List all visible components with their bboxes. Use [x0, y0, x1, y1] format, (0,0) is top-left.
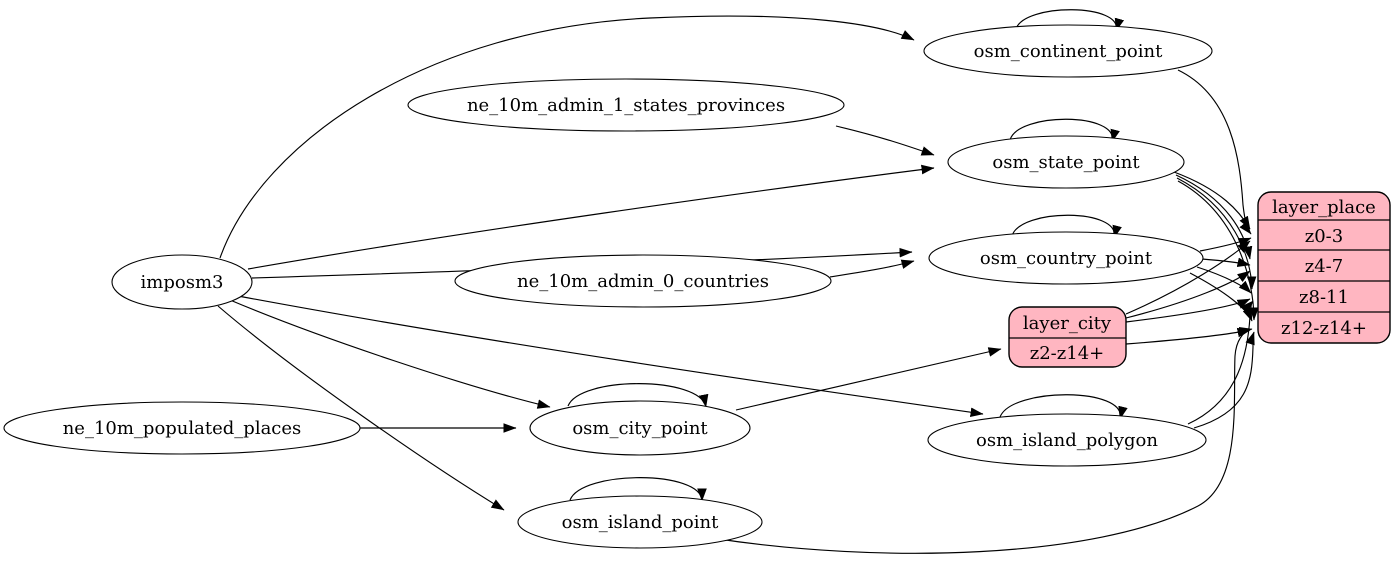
- node-osm-city-point: osm_city_point: [529, 400, 751, 456]
- layer-place-row-z0-3: z0-3: [1305, 226, 1343, 247]
- edge-osm-country-point-to-layer-place-z0-3: [1199, 237, 1252, 252]
- edge-osm-island-polygon-to-layer-place-z8-11: [1187, 300, 1254, 425]
- edge-osm-country-point-to-layer-place-z4-7: [1201, 257, 1251, 267]
- layer-place-box: [1257, 191, 1391, 344]
- osm-continent-ellipse: [923, 24, 1213, 78]
- self-loop-osm-island-point: [569, 477, 707, 502]
- node-osm-continent-point: osm_continent_point: [923, 24, 1213, 78]
- osm-city-ellipse: [529, 400, 751, 456]
- self-loop-osm-island-polygon: [999, 394, 1128, 420]
- edge-ne-10m-admin-0-to-osm-country-point: [829, 259, 915, 278]
- osm-state-ellipse: [947, 135, 1185, 189]
- self-loop-osm-state-point: [1009, 118, 1120, 143]
- edge-osm-country-point-to-layer-place-z12-z14: [1189, 272, 1253, 322]
- layer-place-row-z4-7: z4-7: [1305, 256, 1343, 277]
- self-loop-osm-city-point: [567, 383, 709, 408]
- edge-osm-state-point-to-layer-place-z0-3: [1173, 171, 1251, 230]
- ne-admin0-ellipse: [454, 254, 832, 308]
- layer-city-box: [1008, 306, 1127, 368]
- node-imposm3: imposm3: [111, 254, 253, 310]
- edge-imposm3-to-osm-island-polygon: [237, 295, 984, 417]
- osm-country-ellipse: [928, 231, 1204, 285]
- edge-layer-city-to-layer-place-z0-3: [1125, 240, 1251, 315]
- imposm3-ellipse: [111, 254, 253, 310]
- imposm3-label: imposm3: [141, 272, 224, 293]
- edge-layer-city-to-layer-place-z8-11: [1125, 298, 1251, 323]
- osm-state-label: osm_state_point: [992, 152, 1140, 173]
- edge-imposm3-to-osm-state-point: [247, 164, 935, 270]
- edge-osm-city-point-to-layer-city: [735, 347, 1002, 411]
- layer-place-row-z12-z14: z12-z14+: [1281, 318, 1367, 339]
- ne-places-label: ne_10m_populated_places: [63, 418, 302, 439]
- layer-city-row-z2-z14: z2-z14+: [1030, 343, 1105, 364]
- ne-admin1-label: ne_10m_admin_1_states_provinces: [467, 95, 785, 116]
- edges: [217, 9, 1259, 554]
- ne-admin1-ellipse: [407, 78, 845, 132]
- edge-osm-state-point-to-layer-place-z8-11: [1176, 177, 1257, 290]
- osm-city-label: osm_city_point: [572, 418, 708, 439]
- node-ne-10m-admin-0-countries: ne_10m_admin_0_countries: [454, 254, 832, 308]
- osm-continent-label: osm_continent_point: [974, 41, 1163, 62]
- osm-island-point-ellipse: [517, 495, 763, 549]
- layer-place-row-z8-11: z8-11: [1299, 287, 1349, 308]
- edge-osm-country-point-to-layer-place-z8-11: [1196, 266, 1252, 294]
- osm-island-point-label: osm_island_point: [562, 512, 719, 533]
- self-loop-osm-country-point: [1011, 214, 1122, 239]
- edge-layer-city-to-layer-place-z12-z14: [1125, 327, 1251, 345]
- node-layer-city: layer_city z2-z14+: [1008, 306, 1127, 368]
- osm-island-polygon-ellipse: [927, 413, 1207, 467]
- layer-place-title: layer_place: [1272, 197, 1376, 218]
- edge-ne-10m-admin-1-to-osm-state-point: [835, 125, 935, 156]
- self-loop-osm-continent-point: [1015, 9, 1125, 32]
- node-ne-10m-populated-places: ne_10m_populated_places: [3, 401, 361, 455]
- edge-osm-continent-point-to-layer-place-z0-3: [1177, 69, 1252, 235]
- ne-places-ellipse: [3, 401, 361, 455]
- osm-country-label: osm_country_point: [980, 248, 1153, 269]
- node-layer-place: layer_place z0-3 z4-7 z8-11 z12-z14+: [1257, 191, 1391, 344]
- node-osm-country-point: osm_country_point: [928, 231, 1204, 285]
- edge-imposm3-to-osm-continent-point: [219, 15, 915, 259]
- edge-imposm3-to-osm-island-point: [217, 305, 505, 511]
- edge-osm-island-polygon-to-layer-place-z12-z14: [1193, 331, 1255, 429]
- osm-island-polygon-label: osm_island_polygon: [976, 430, 1158, 451]
- node-osm-island-point: osm_island_point: [517, 495, 763, 549]
- edge-layer-city-to-layer-place-z4-7: [1125, 270, 1251, 319]
- node-osm-state-point: osm_state_point: [947, 135, 1185, 189]
- ne-admin0-label: ne_10m_admin_0_countries: [517, 271, 769, 292]
- edge-osm-island-point-to-layer-place-z12-z14: [711, 327, 1253, 554]
- edge-imposm3-to-osm-city-point: [229, 299, 551, 409]
- layer-city-title: layer_city: [1023, 313, 1112, 334]
- node-osm-island-polygon: osm_island_polygon: [927, 413, 1207, 467]
- node-ne-10m-admin-1-states-provinces: ne_10m_admin_1_states_provinces: [407, 78, 845, 132]
